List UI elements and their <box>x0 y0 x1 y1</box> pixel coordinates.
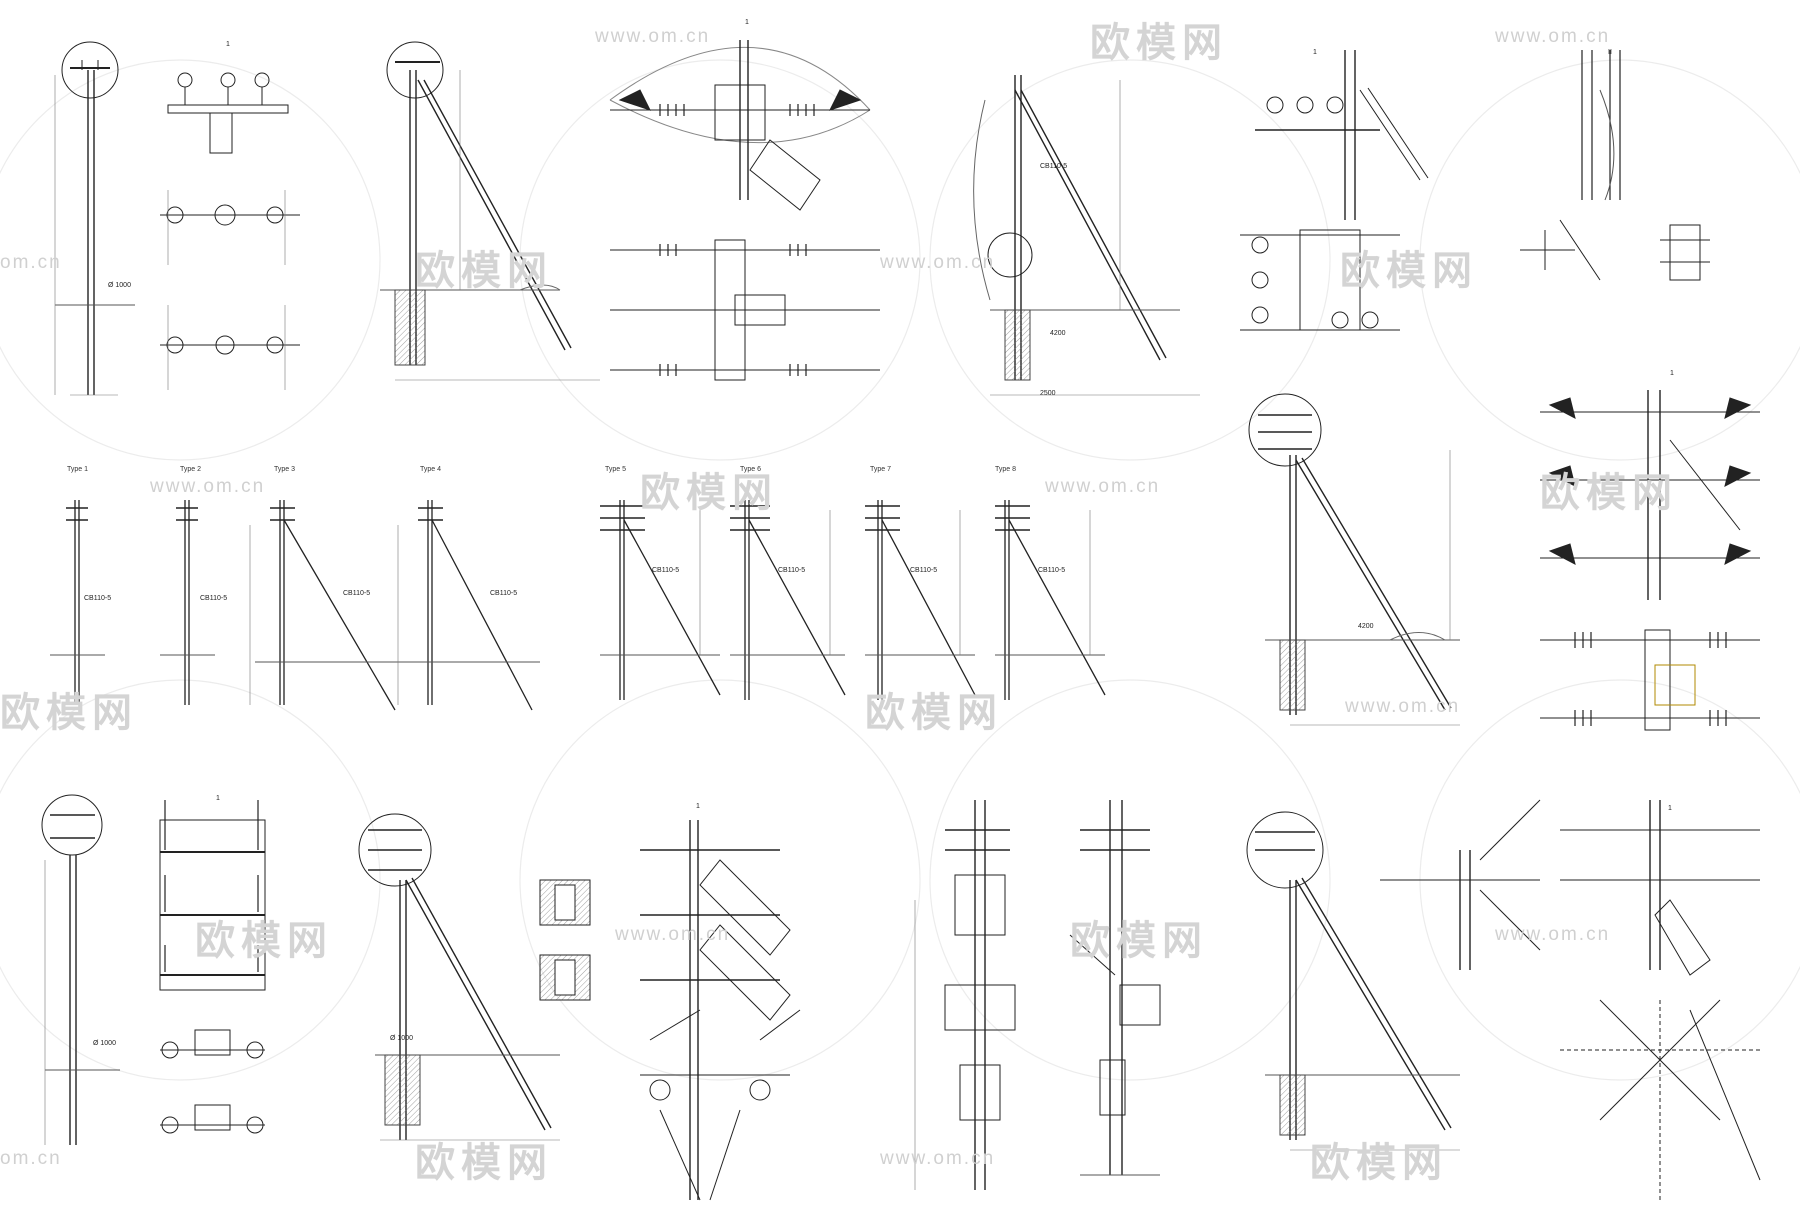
brace-label-9: CB110-5 <box>1040 163 1067 170</box>
span-label-2: 4200 <box>1050 330 1066 337</box>
type-label-2: Type 2 <box>180 466 202 473</box>
type-label-5: Type 5 <box>605 466 627 473</box>
type-pole-4 <box>397 500 540 711</box>
brace-label-6: CB110-5 <box>778 567 805 574</box>
pipe-label-1: Ø 1000 <box>108 282 131 289</box>
insulator-assembly-3 <box>609 40 880 381</box>
span-label-1: 4200 <box>1358 623 1374 630</box>
crossarm-details-row3 <box>159 800 266 1134</box>
type-pole-1 <box>50 500 105 705</box>
pole-drawing-mid-right <box>1248 393 1460 726</box>
type-label-6: Type 6 <box>740 466 762 473</box>
type-pole-2 <box>160 500 215 705</box>
foundation-sections <box>539 879 591 1001</box>
switch-details-5 <box>1240 50 1429 331</box>
brace-label-7: CB110-5 <box>910 567 937 574</box>
insulator-assembly-row3 <box>640 820 801 1201</box>
pipe-label-2: Ø 1000 <box>93 1040 116 1047</box>
type-label-8: Type 8 <box>995 466 1017 473</box>
crossarm-details-1 <box>160 72 300 390</box>
transformer-pole-side <box>1069 800 1161 1176</box>
section-marker-4: II <box>1608 49 1612 56</box>
type-label-4: Type 4 <box>420 466 442 473</box>
pole-drawing-1 <box>54 41 135 396</box>
brace-label-4: CB110-5 <box>490 590 517 597</box>
section-marker-5: 1 <box>1670 370 1674 377</box>
pole-drawing-4 <box>973 75 1200 396</box>
pipe-label-3: Ø 1000 <box>390 1035 413 1042</box>
section-marker-6: 1 <box>216 795 220 802</box>
type-pole-7 <box>865 500 976 700</box>
callout-labels: 1 1 1 II 1 1 1 1 CB110-5 CB110-5 CB110-5… <box>84 19 1674 1047</box>
section-marker-8: 1 <box>1668 805 1672 812</box>
pole-drawing-row3-3 <box>1246 811 1460 1151</box>
brace-label-3: CB110-5 <box>343 590 370 597</box>
section-marker-7: 1 <box>696 803 700 810</box>
type-pole-6 <box>730 500 846 700</box>
corner-insulator-details <box>1380 799 1761 1200</box>
transformer-pole-front <box>914 800 1016 1190</box>
section-marker-3: 1 <box>1313 49 1317 56</box>
brace-label-8: CB110-5 <box>1038 567 1065 574</box>
type-label-1: Type 1 <box>67 466 89 473</box>
type-label-3: Type 3 <box>274 466 296 473</box>
pole-drawing-2 <box>380 41 600 381</box>
section-marker-1: 1 <box>226 41 230 48</box>
pole-detail-6 <box>1520 50 1710 281</box>
brace-label-1: CB110-5 <box>84 595 111 602</box>
pole-drawing-row3-1 <box>41 794 120 1145</box>
type-pole-5 <box>600 500 721 700</box>
type-label-7: Type 7 <box>870 466 892 473</box>
brace-label-5: CB110-5 <box>652 567 679 574</box>
type-pole-8 <box>995 500 1106 700</box>
section-marker-2: 1 <box>745 19 749 26</box>
pole-drawing-row3-2 <box>358 813 560 1141</box>
brace-label-2: CB110-5 <box>200 595 227 602</box>
depth-label-1: 2500 <box>1040 390 1056 397</box>
type-pole-3 <box>249 500 400 711</box>
watermark-arcs <box>0 59 1800 1081</box>
insulator-details-mid-right <box>1540 390 1760 731</box>
